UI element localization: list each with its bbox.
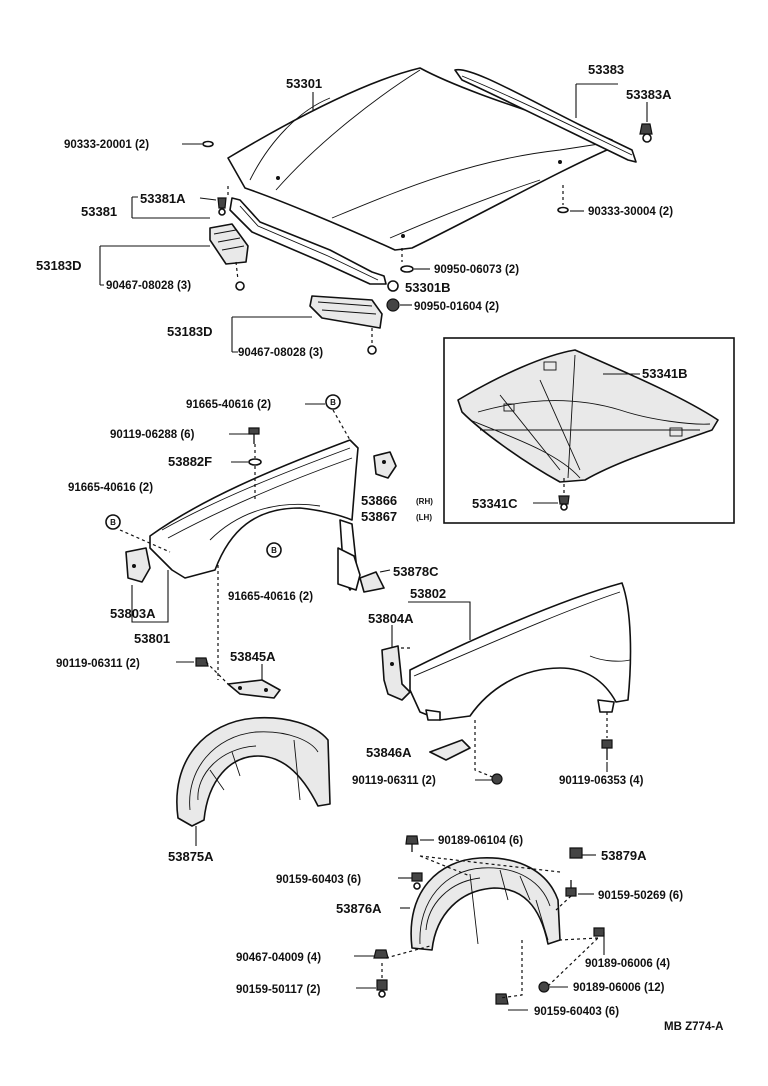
seal-clip-53383a [639, 123, 653, 143]
label-53845a: 53845A [230, 649, 276, 664]
label-90950-06073: 90950-06073 (2) [434, 264, 519, 276]
screw-90159-50269 [565, 880, 577, 897]
label-90119-06288: 90119-06288 (6) [110, 429, 195, 441]
label-90189-06006-lower: 90189-06006 (12) [573, 982, 665, 994]
leader-lines [99, 83, 648, 1011]
clip-53381a [217, 197, 227, 216]
screw-90189-06006-lower [538, 981, 550, 993]
front-fender-lh [149, 439, 361, 591]
clip-90159-60403-upper [411, 872, 423, 890]
label-90159-60403-upper: 90159-60403 (6) [276, 874, 361, 886]
bolt-90119-06353 [601, 739, 613, 760]
label-53301b: 53301B [405, 280, 451, 295]
label-90159-50117: 90159-50117 (2) [236, 984, 321, 996]
bolt-90119-06311-right [491, 773, 503, 785]
grommet-53301b [387, 280, 399, 292]
clip-53341c [558, 495, 570, 511]
label-91665-40616-mid: 91665-40616 (2) [228, 591, 313, 603]
front-fender-rh [409, 582, 632, 721]
label-53341c: 53341C [472, 496, 518, 511]
label-90467-08028-lower: 90467-08028 (3) [238, 347, 323, 359]
fender-liner-53876a [410, 857, 561, 951]
label-90333-20001: 90333-20001 (2) [64, 139, 149, 151]
hood-bracket-lower [309, 295, 383, 355]
fender-bracket-53803a [125, 547, 151, 583]
label-53183d-upper: 53183D [36, 258, 82, 273]
label-90119-06311-left: 90119-06311 (2) [56, 658, 140, 670]
label-90950-01604: 90950-01604 (2) [414, 301, 499, 313]
label-90119-06353: 90119-06353 (4) [559, 775, 644, 787]
label-53383a: 53383A [626, 87, 672, 102]
screw-90189-06006-upper [593, 927, 605, 937]
label-53301: 53301 [286, 76, 322, 91]
bracket-53845a [227, 679, 281, 699]
label-53341b: 53341B [642, 366, 688, 381]
label-53866: 53866 [361, 493, 397, 508]
label-53846a: 53846A [366, 745, 412, 760]
hood-bracket-upper [209, 223, 249, 291]
bolt-90119-06288 [248, 427, 260, 444]
label-53801: 53801 [134, 631, 170, 646]
nut-91665-40616-top [325, 394, 341, 410]
label-53878c: 53878C [393, 564, 439, 579]
nut-91665-40616-mid [266, 542, 282, 558]
label-90467-08028-upper: 90467-08028 (3) [106, 280, 191, 292]
fender-bracket-53804a [381, 645, 411, 701]
cushion-90950-01604 [386, 298, 400, 312]
label-91665-40616-left: 91665-40616 (2) [68, 482, 153, 494]
fender-liner-53875a [176, 716, 331, 827]
label-53804a: 53804A [368, 611, 414, 626]
label-53803a: 53803A [110, 606, 156, 621]
label-90119-06311-right: 90119-06311 (2) [352, 775, 436, 787]
svg-text:B: B [271, 546, 277, 555]
label-53383: 53383 [588, 62, 624, 77]
label-53882f: 53882F [168, 454, 212, 469]
clip-53879a [569, 847, 583, 859]
label-53867-side: (LH) [416, 513, 432, 522]
label-53875a: 53875A [168, 849, 214, 864]
hood-protector [229, 197, 387, 285]
label-53867: 53867 [361, 509, 397, 524]
hood-seal [454, 68, 637, 163]
label-90159-50269: 90159-50269 (6) [598, 890, 683, 902]
label-53876a: 53876A [336, 901, 382, 916]
label-90159-60403-lower: 90159-60403 (6) [534, 1006, 619, 1018]
bolt-90119-06311-left [195, 657, 209, 667]
bracket-53866 [373, 451, 397, 479]
insulator-inset-box [443, 337, 735, 524]
hood-panel [227, 67, 617, 251]
nut-91665-40616-left [105, 514, 121, 530]
label-53802: 53802 [410, 586, 446, 601]
label-53183d-lower: 53183D [167, 324, 213, 339]
label-53879a: 53879A [601, 848, 647, 863]
svg-text:B: B [110, 518, 116, 527]
cushion-53882f [248, 458, 262, 466]
label-53866-side: (RH) [416, 497, 433, 506]
label-90189-06006-upper: 90189-06006 (4) [585, 958, 670, 970]
bracket-53846a [429, 739, 471, 761]
label-90467-04009: 90467-04009 (4) [236, 952, 321, 964]
splash-guard-53878c [359, 571, 385, 593]
hole-plug-90333-20001 [202, 140, 214, 148]
label-53381a: 53381A [140, 191, 186, 206]
label-90333-30004: 90333-30004 (2) [588, 206, 673, 218]
label-90189-06104: 90189-06104 (6) [438, 835, 523, 847]
label-53381: 53381 [81, 204, 117, 219]
hood-insulator [457, 349, 719, 483]
cushion-90950-06073 [400, 265, 414, 273]
label-91665-40616-top: 91665-40616 (2) [186, 399, 271, 411]
clip-90159-60403-lower [495, 993, 509, 1005]
svg-text:B: B [330, 398, 336, 407]
screw-90189-06104 [405, 835, 419, 852]
clip-90159-50117 [376, 979, 388, 998]
hole-plug-90333-30004 [557, 206, 569, 214]
diagram-code: MB Z774-A [664, 1021, 723, 1033]
clip-90467-04009 [373, 949, 389, 959]
